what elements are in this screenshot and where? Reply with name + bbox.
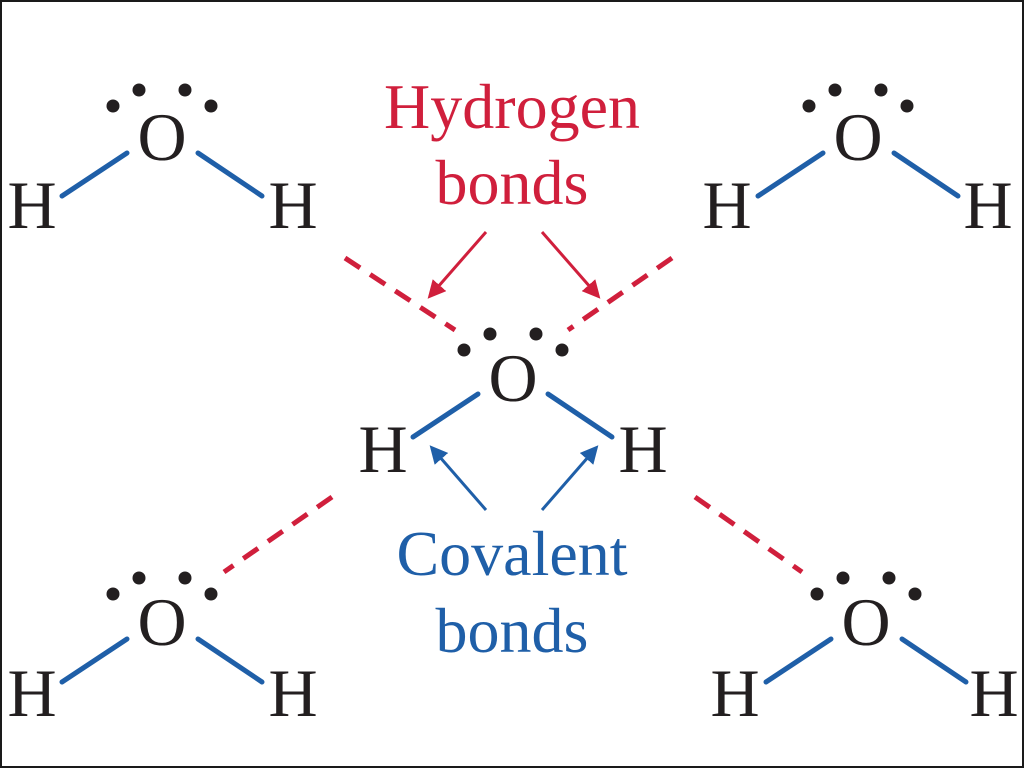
oxygen-atom: O <box>488 340 537 416</box>
water-molecule-bottom-left: O H H <box>7 571 318 731</box>
covalent-arrow-right <box>540 445 599 511</box>
covalent-bond <box>899 636 969 685</box>
covalent-arrow-left <box>429 445 488 511</box>
lone-pair-electrons <box>810 571 922 601</box>
covalent-bonds-label-line1: Covalent <box>396 518 627 589</box>
covalent-bonds-label-line2: bonds <box>436 595 589 666</box>
water-molecule-top-right: O H H <box>702 83 1013 243</box>
hydrogen-bond-bottom-right <box>693 494 804 575</box>
covalent-bond <box>195 636 265 685</box>
covalent-bond <box>410 391 481 440</box>
hydrogen-atom: H <box>268 167 317 243</box>
oxygen-atom: O <box>833 99 882 175</box>
covalent-bond-arrows <box>429 445 599 511</box>
hydrogen-atom: H <box>268 655 317 731</box>
hydrogen-bond-top-left <box>343 255 457 333</box>
covalent-bond <box>195 150 265 199</box>
hydrogen-bonds <box>222 255 804 575</box>
covalent-bond <box>59 150 130 199</box>
water-molecule-center: O H H <box>358 327 668 487</box>
lone-pair-electrons <box>106 83 218 113</box>
hydrogen-atom: H <box>7 167 56 243</box>
covalent-bond <box>763 636 834 685</box>
lone-pair-electrons <box>457 327 569 357</box>
hydrogen-atom: H <box>702 167 751 243</box>
hydrogen-atom: H <box>969 655 1018 731</box>
water-molecule-bottom-right: O H H <box>710 571 1019 731</box>
hydrogen-atom: H <box>7 655 56 731</box>
hydrogen-bond-arrows <box>427 231 601 299</box>
hydrogen-arrow-left <box>427 231 488 299</box>
covalent-bond <box>755 150 826 199</box>
hydrogen-arrow-right <box>540 231 601 299</box>
covalent-bond <box>891 150 961 199</box>
hydrogen-atom: H <box>963 167 1012 243</box>
water-molecule-top-left: O H H <box>7 83 318 243</box>
hydrogen-atom: H <box>358 411 407 487</box>
lone-pair-electrons <box>802 83 914 113</box>
hydrogen-bond-bottom-left <box>222 494 334 575</box>
hydrogen-bond-top-right <box>566 255 674 333</box>
hydrogen-bonds-label-line2: bonds <box>436 147 589 218</box>
oxygen-atom: O <box>841 584 890 660</box>
oxygen-atom: O <box>137 99 186 175</box>
lone-pair-electrons <box>106 571 218 601</box>
hydrogen-bonds-label-line1: Hydrogen <box>384 71 640 142</box>
covalent-bond <box>59 636 130 685</box>
hydrogen-atom: H <box>618 411 667 487</box>
hydrogen-atom: H <box>710 655 759 731</box>
oxygen-atom: O <box>137 584 186 660</box>
covalent-bond <box>545 391 615 440</box>
